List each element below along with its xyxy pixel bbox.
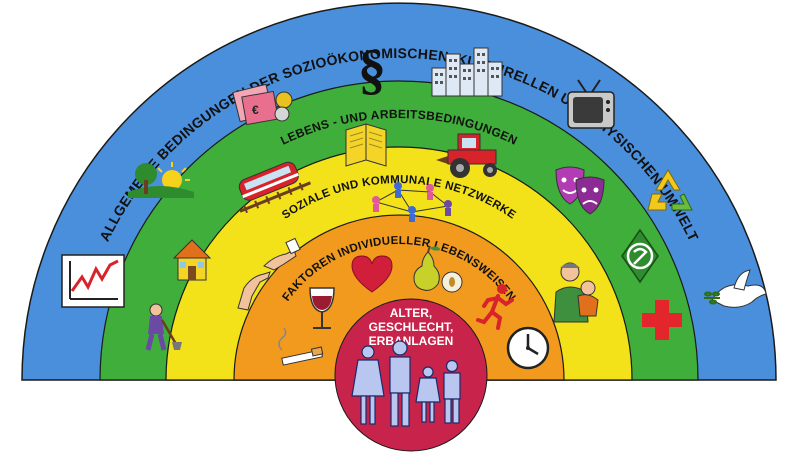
social-network-icon	[372, 182, 452, 222]
red-cross-icon	[642, 300, 682, 340]
book-icon	[345, 123, 387, 167]
rising-chart-icon	[61, 254, 125, 308]
paragraph-law-icon: §	[358, 39, 386, 101]
fruit-icon	[413, 245, 463, 293]
core-label-genes: ERBANLAGEN	[369, 334, 454, 348]
core-label-gender: GESCHLECHT,	[369, 320, 454, 334]
money-icon: €	[232, 83, 293, 126]
svg-text:€: €	[252, 103, 259, 117]
family-icon	[351, 340, 461, 427]
worker-shovel-icon	[145, 303, 182, 351]
parent-child-icon	[553, 262, 599, 323]
peace-dove-icon	[704, 269, 767, 308]
heart-icon	[351, 255, 393, 293]
city-buildings-icon	[431, 47, 503, 97]
tractor-icon	[436, 133, 497, 178]
clock-icon	[506, 326, 550, 370]
landscape-sun-icon	[128, 162, 194, 198]
sustainability-badge-icon	[621, 228, 659, 284]
house-icon	[172, 239, 212, 281]
wine-glass-icon	[309, 287, 335, 329]
core-label-age: ALTER,	[390, 306, 432, 320]
recycling-icon	[647, 169, 693, 211]
cigarette-icon	[278, 327, 324, 366]
helping-hands-icon	[237, 237, 301, 311]
theater-masks-icon	[555, 166, 605, 215]
television-icon	[567, 79, 615, 129]
train-icon	[238, 161, 311, 214]
band-individual-lifestyle	[233, 214, 565, 381]
running-person-icon	[476, 284, 514, 330]
